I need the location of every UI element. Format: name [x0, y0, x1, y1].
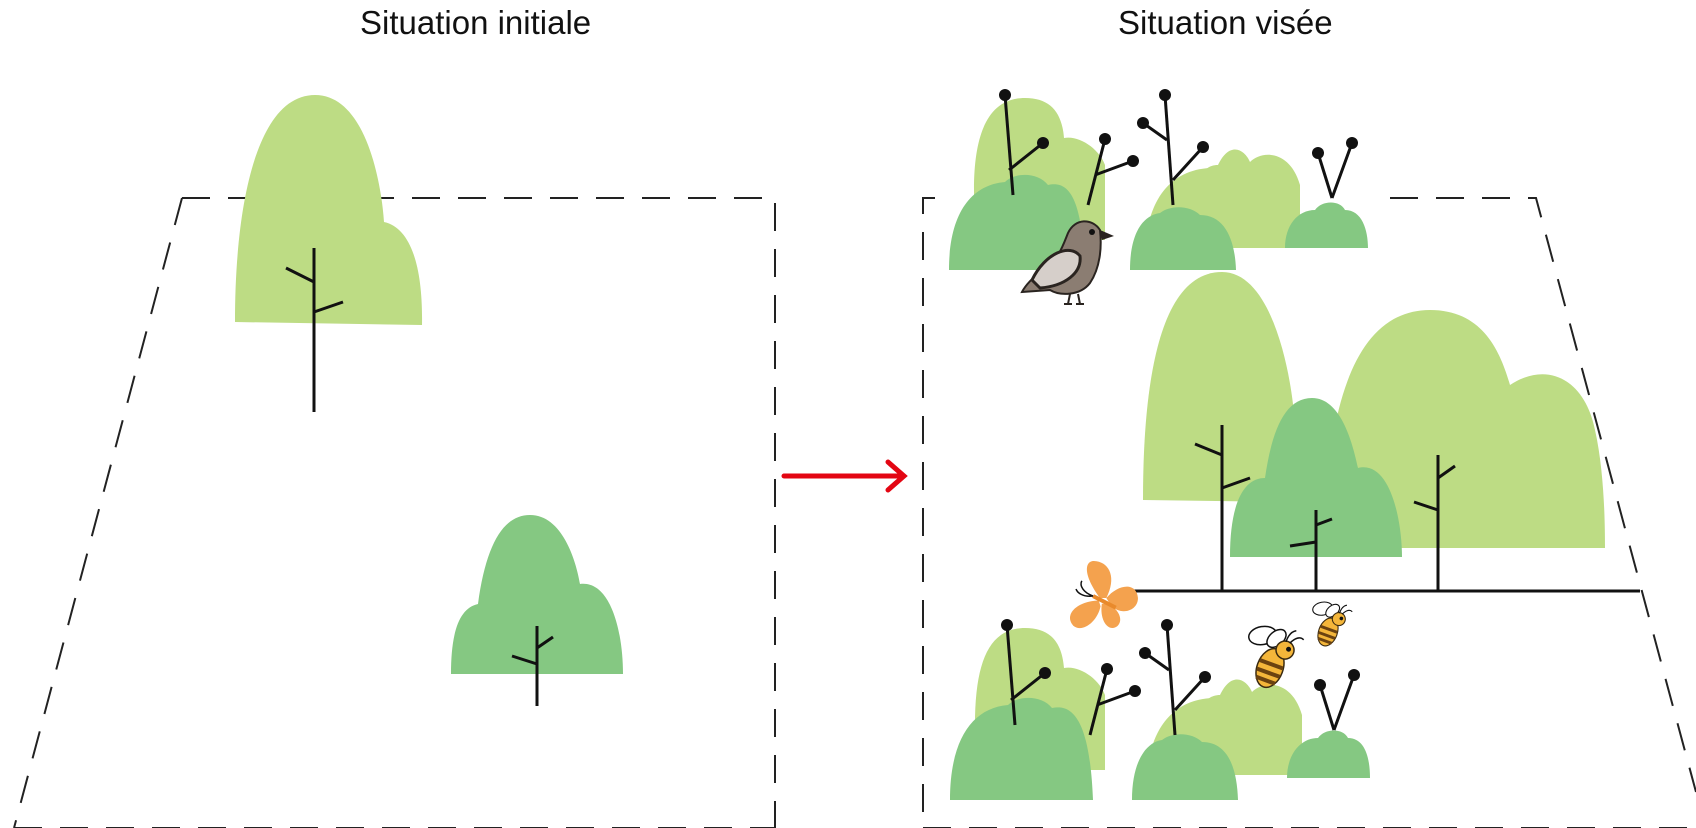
- hedge-bottom: [950, 617, 1370, 800]
- title-initial-situation: Situation initiale: [360, 4, 592, 41]
- forest-middle: [1126, 272, 1640, 593]
- bee-icon: [1312, 601, 1353, 647]
- bird-icon: [1020, 220, 1114, 305]
- hedge-top: [949, 87, 1368, 270]
- tree-icon: [235, 95, 423, 412]
- title-target-situation: Situation visée: [1118, 4, 1333, 41]
- arrow-right-icon: [781, 459, 908, 493]
- shrub-icon: [451, 515, 623, 706]
- butterfly-icon: [1070, 561, 1138, 629]
- bee-icon: [1248, 625, 1305, 689]
- target-plot-outline: [922, 197, 1696, 828]
